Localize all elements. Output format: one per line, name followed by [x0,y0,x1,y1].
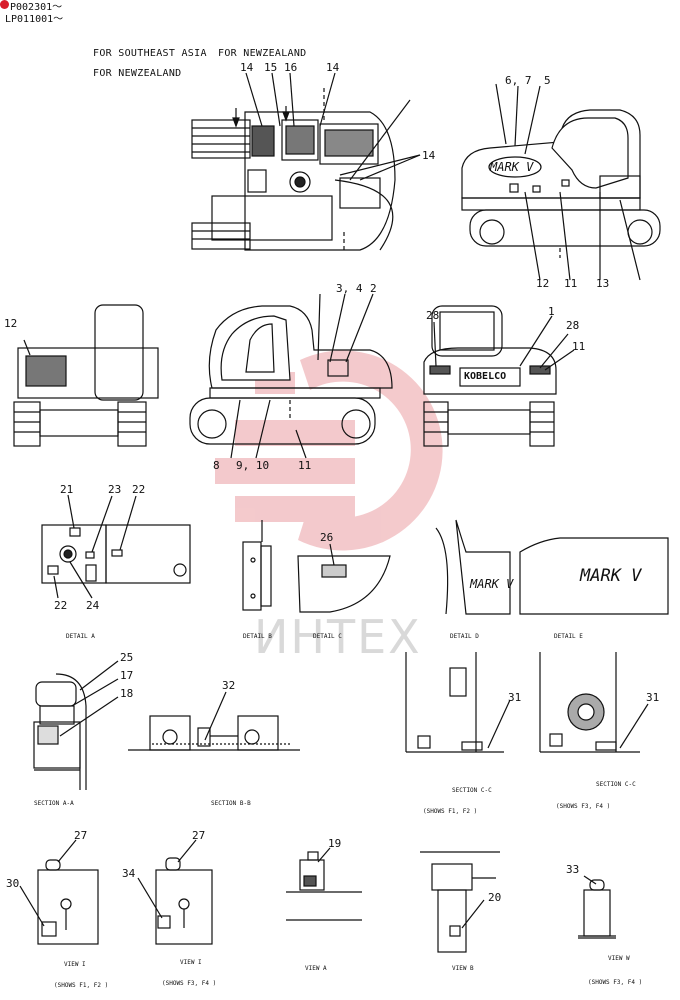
callout-label: 28 [566,319,580,332]
view-w [578,875,616,939]
view-b [420,851,500,953]
caption-shows-5: (SHOWS F3, F4 ) [588,979,643,986]
section-aa [33,660,119,790]
caption-detail-e: DETAIL E [554,633,583,640]
callout-label: 22 [132,483,146,496]
watermark-text: ИНТЕХ [254,610,422,664]
note-newzealand-1: FOR NEWZEALAND [218,48,307,59]
caption-section-bb: SECTION B-B [211,800,251,807]
kobelco-logo: KOBELCO [464,371,507,382]
view-i-2 [137,839,213,945]
caption-detail-b: DETAIL B [243,633,272,640]
callout-label: 32 [222,679,236,692]
callout-label: 33 [566,863,580,876]
serial-code-2: LP011001～ [5,14,64,25]
callout-label: 3, 4 [336,282,363,295]
corner-marker [0,0,9,9]
detail-side-panel [242,520,272,611]
front-view-machine [423,305,575,447]
callout-label: 14 [240,61,254,74]
callout-label: 25 [120,651,134,664]
callout-label: 24 [86,599,100,612]
callout-label: 6, 7 [505,74,532,87]
caption-shows-4: (SHOWS F3, F4 ) [162,980,217,987]
section-cc-1 [405,652,511,753]
callout-label: 12 [536,277,550,290]
callout-label: 26 [320,531,334,544]
left-side-view-machine [189,293,393,459]
callout-label: 23 [108,483,122,496]
callout-label: 27 [192,829,206,842]
caption-detail-a: DETAIL A [66,633,95,640]
callout-label: 11 [564,277,578,290]
model-badge-large: MARK V [580,566,642,586]
view-i-1 [19,839,99,945]
callout-label: 21 [60,483,74,496]
callout-label: 15 [264,61,278,74]
detail-battery-box [41,494,191,599]
caption-view-w: VIEW W [608,955,630,962]
callout-label: 13 [596,277,610,290]
callout-label: 12 [4,317,18,330]
callout-label: 14 [326,61,340,74]
note-newzealand-2: FOR NEWZEALAND [93,68,182,79]
caption-shows-1: (SHOWS F1, F2 ) [423,808,478,815]
side-view-machine-right [461,83,661,281]
callout-label: 22 [54,599,68,612]
callout-label: 17 [120,669,134,682]
top-view-machine [191,72,421,251]
callout-label: 2 [370,282,377,295]
callout-label: 28 [426,309,440,322]
callout-label: 34 [122,867,136,880]
model-badge-small: MARK V [470,577,514,591]
callout-label: 8 [213,459,220,472]
callout-label: 9, 10 [236,459,270,472]
caption-shows-3: (SHOWS F1, F2 ) [54,982,109,989]
caption-section-aa: SECTION A-A [34,800,74,807]
callout-label: 31 [508,691,522,704]
caption-view-b: VIEW B [452,965,474,972]
caption-view-i-1: VIEW I [64,961,86,968]
callout-label: 20 [488,891,502,904]
note-southeast-asia: FOR SOUTHEAST ASIA [93,48,207,59]
caption-detail-c: DETAIL C [313,633,342,640]
caption-shows-2: (SHOWS F3, F4 ) [556,803,611,810]
caption-section-cc-1: SECTION C-C [452,787,492,794]
callout-label: 31 [646,691,660,704]
callout-label: 27 [74,829,88,842]
caption-section-cc-2: SECTION C-C [596,781,636,788]
detail-mark-large [519,537,669,615]
callout-label: 16 [284,61,298,74]
caption-view-a: VIEW A [305,965,327,972]
detail-mark-small [435,519,511,615]
callout-label: 19 [328,837,342,850]
callout-label: 30 [6,877,20,890]
caption-detail-d: DETAIL D [450,633,479,640]
view-a [286,847,362,921]
callout-label: 5 [544,74,551,87]
section-bb [128,691,300,751]
detail-fender-decal [297,543,391,613]
callout-label: 1 [548,305,555,318]
model-badge-side: MARK V [490,160,534,174]
callout-label: 14 [422,149,436,162]
callout-label: 11 [572,340,586,353]
callout-label: 11 [298,459,312,472]
section-cc-2 [539,652,649,753]
rear-view-machine [13,304,159,447]
caption-view-i-2: VIEW I [180,959,202,966]
callout-label: 18 [120,687,134,700]
serial-code-1: P002301～ [10,2,63,13]
